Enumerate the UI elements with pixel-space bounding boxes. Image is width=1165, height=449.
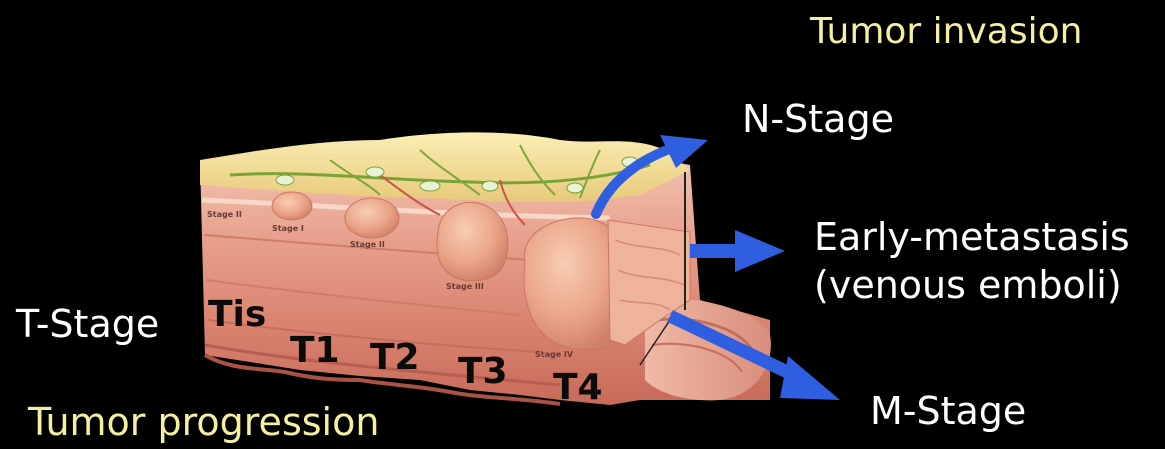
tumor-stage-i bbox=[272, 192, 312, 220]
figure-stage-label: Stage III bbox=[446, 282, 484, 291]
t-stage-t2: T2 bbox=[370, 340, 420, 376]
tumor-progression-caption: Tumor progression bbox=[28, 403, 379, 441]
tumor-invasion-caption: Tumor invasion bbox=[810, 14, 1082, 50]
t-stage-label: T-Stage bbox=[16, 305, 159, 343]
m-stage-label: M-Stage bbox=[870, 392, 1026, 430]
figure-stage-label: Stage II bbox=[350, 240, 385, 249]
tumor-stage-ii bbox=[345, 198, 399, 238]
figure-stage-label: Stage IV bbox=[535, 350, 573, 359]
early-metastasis-arrow bbox=[690, 230, 785, 272]
figure-stage-label: Stage II bbox=[207, 210, 242, 219]
t-stage-t4: T4 bbox=[553, 370, 603, 406]
n-stage-label: N-Stage bbox=[742, 100, 894, 138]
tumor-stage-iii bbox=[437, 202, 508, 281]
t-stage-t1: T1 bbox=[290, 333, 340, 369]
early-metastasis-label: Early-metastasis bbox=[814, 218, 1130, 256]
venous-emboli-label: (venous emboli) bbox=[814, 266, 1122, 304]
t-stage-tis: Tis bbox=[208, 297, 266, 333]
figure-stage-label: Stage I bbox=[272, 224, 304, 233]
t-stage-t3: T3 bbox=[458, 354, 508, 390]
